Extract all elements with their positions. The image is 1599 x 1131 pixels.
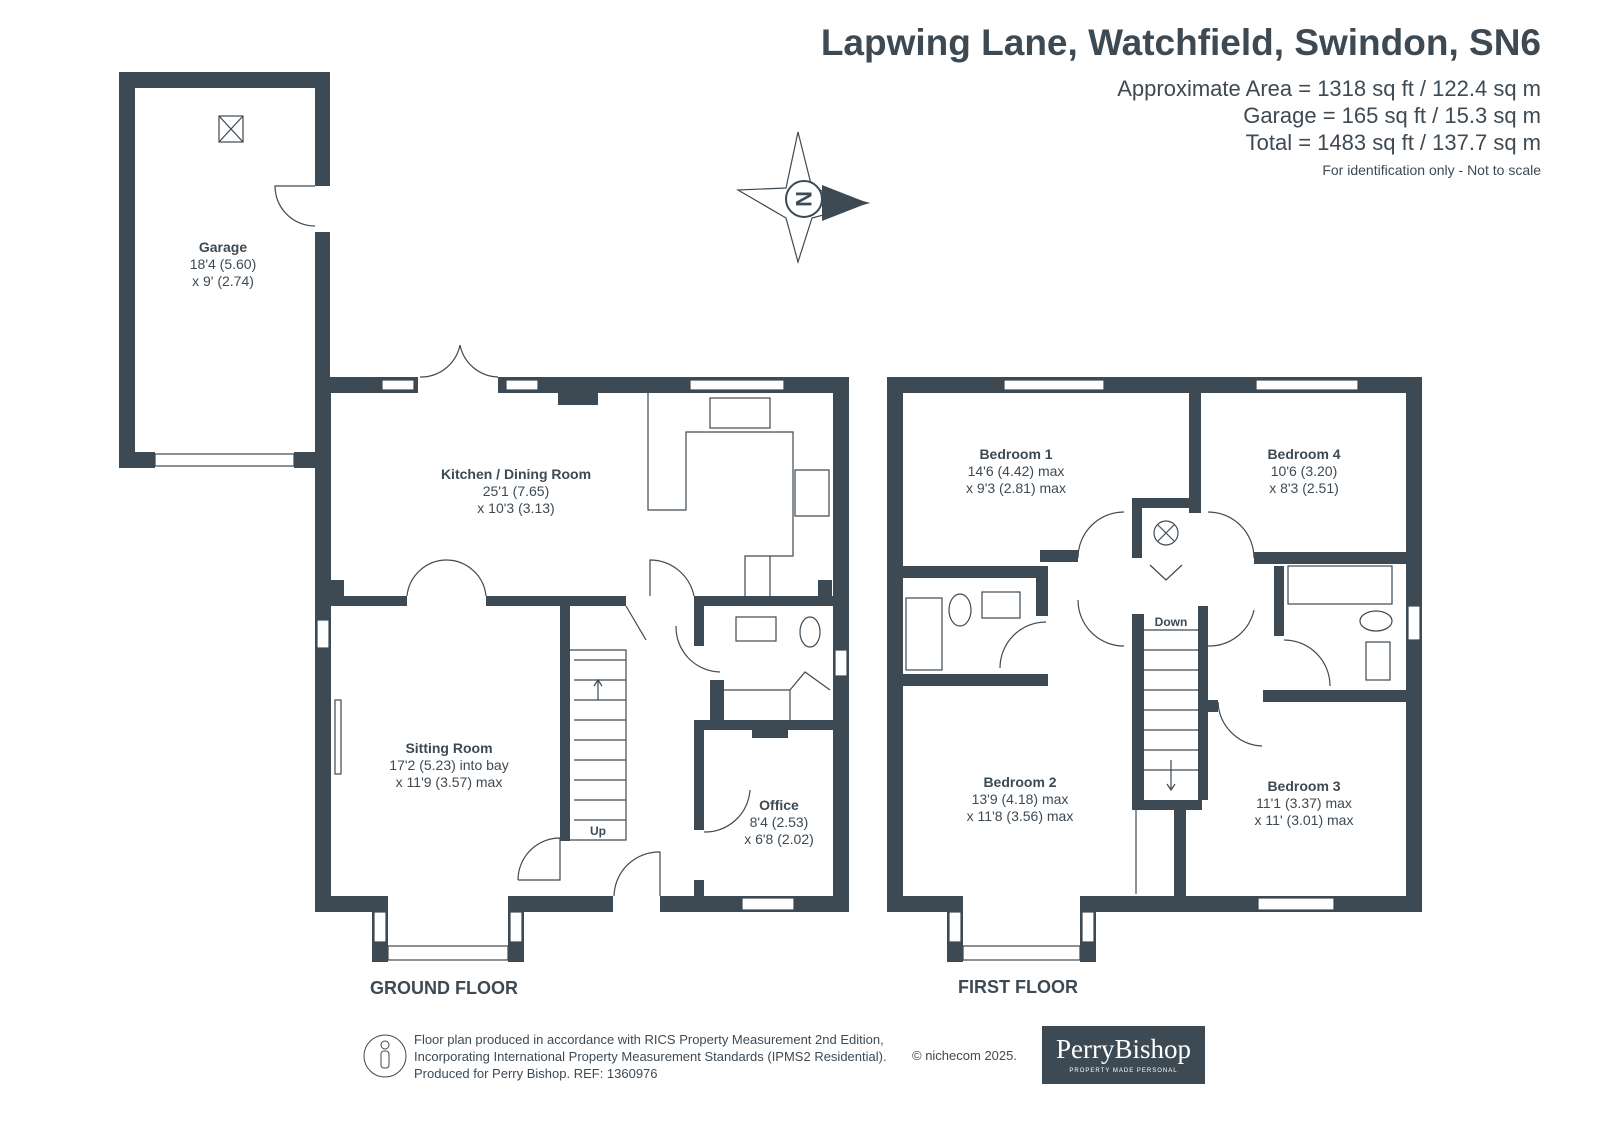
compass-letter: N	[791, 191, 816, 207]
stairs-up-label: Up	[590, 824, 606, 838]
person-icon	[363, 1034, 407, 1078]
garage-area: Garage = 165 sq ft / 15.3 sq m	[1243, 103, 1541, 128]
footer-line: Produced for Perry Bishop. REF: 1360976	[414, 1066, 658, 1081]
bath-icon	[1287, 565, 1393, 605]
basin-icon	[735, 616, 777, 642]
shower-icon	[905, 597, 943, 671]
stairs-down-label: Down	[1155, 615, 1188, 629]
footer-line: Incorporating International Property Mea…	[414, 1049, 887, 1064]
basin-icon	[981, 591, 1021, 619]
perry-bishop-logo: PerryBishop PROPERTY MADE PERSONAL	[1042, 1026, 1205, 1084]
copyright: © nichecom 2025.	[912, 1048, 1017, 1063]
svg-text:x 6'8 (2.02): x 6'8 (2.02)	[744, 831, 814, 847]
first-floor-label: FIRST FLOOR	[958, 977, 1078, 997]
footer-line: Floor plan produced in accordance with R…	[414, 1032, 884, 1047]
svg-text:x 11' (3.01) max: x 11' (3.01) max	[1255, 812, 1354, 828]
basin-icon	[1365, 641, 1391, 681]
disclaimer-note: For identification only - Not to scale	[1322, 162, 1541, 178]
svg-text:18'4 (5.60): 18'4 (5.60)	[190, 256, 257, 272]
svg-text:Bedroom 2: Bedroom 2	[983, 774, 1056, 790]
garage-walls	[119, 72, 330, 468]
svg-text:13'9 (4.18) max: 13'9 (4.18) max	[972, 791, 1069, 807]
ground-floor-walls	[315, 344, 849, 962]
svg-text:25'1 (7.65): 25'1 (7.65)	[483, 483, 550, 499]
svg-text:Bedroom 1: Bedroom 1	[979, 446, 1052, 462]
sink-icon	[709, 397, 771, 429]
svg-text:x 10'3 (3.13): x 10'3 (3.13)	[477, 500, 554, 516]
compass-icon: N	[735, 131, 871, 265]
svg-text:Bedroom 3: Bedroom 3	[1267, 778, 1340, 794]
svg-text:17'2 (5.23) into bay: 17'2 (5.23) into bay	[389, 757, 508, 773]
svg-text:x 11'9 (3.57) max: x 11'9 (3.57) max	[396, 774, 503, 790]
room-bedroom-4: Bedroom 410'6 (3.20)x 8'3 (2.51)	[1267, 446, 1340, 496]
svg-text:x 8'3 (2.51): x 8'3 (2.51)	[1269, 480, 1339, 496]
svg-text:x 9'3 (2.81) max: x 9'3 (2.81) max	[966, 480, 1066, 496]
toilet-icon	[948, 593, 972, 627]
approximate-area: Approximate Area = 1318 sq ft / 122.4 sq…	[1117, 76, 1541, 101]
svg-text:8'4 (2.53): 8'4 (2.53)	[750, 814, 809, 830]
svg-text:Kitchen / Dining Room: Kitchen / Dining Room	[441, 466, 591, 482]
first-floor-walls	[887, 377, 1422, 962]
svg-text:14'6 (4.42) max: 14'6 (4.42) max	[968, 463, 1065, 479]
property-title: Lapwing Lane, Watchfield, Swindon, SN6	[820, 22, 1541, 63]
svg-text:Garage: Garage	[199, 239, 247, 255]
toilet-icon	[799, 616, 821, 648]
svg-text:Office: Office	[759, 797, 799, 813]
svg-text:Sitting Room: Sitting Room	[405, 740, 492, 756]
svg-text:11'1 (3.37) max: 11'1 (3.37) max	[1256, 795, 1352, 811]
svg-text:10'6 (3.20): 10'6 (3.20)	[1271, 463, 1338, 479]
toilet-icon	[1359, 610, 1393, 632]
total-area: Total = 1483 sq ft / 137.7 sq m	[1245, 130, 1541, 155]
svg-text:x 11'8 (3.56) max: x 11'8 (3.56) max	[967, 808, 1074, 824]
logo-name: PerryBishop	[1056, 1034, 1191, 1064]
logo-tagline: PROPERTY MADE PERSONAL	[1069, 1068, 1178, 1074]
ground-floor-label: GROUND FLOOR	[370, 978, 518, 998]
footer-text: Floor plan produced in accordance with R…	[414, 1031, 887, 1082]
svg-text:x 9' (2.74): x 9' (2.74)	[192, 273, 254, 289]
svg-text:Bedroom 4: Bedroom 4	[1267, 446, 1340, 462]
